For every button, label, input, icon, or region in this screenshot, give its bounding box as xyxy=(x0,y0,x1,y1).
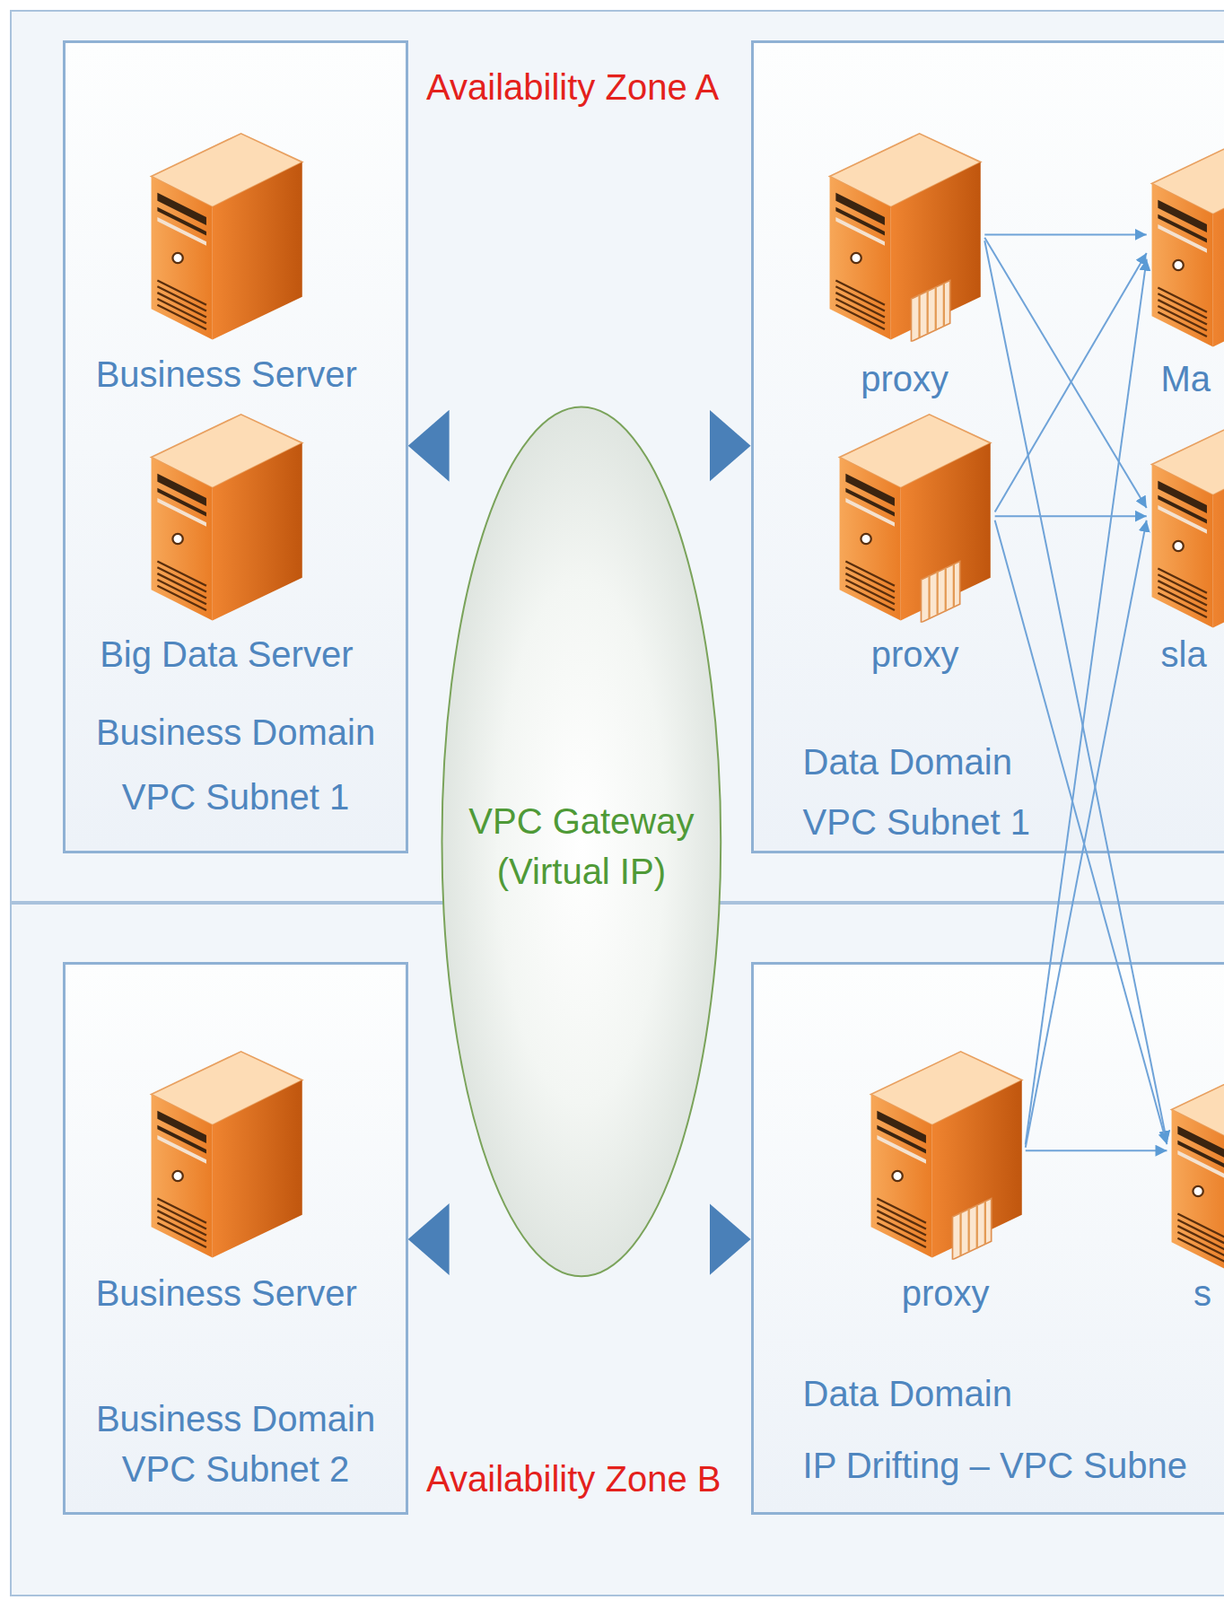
replication-arrow xyxy=(984,233,1146,236)
subnet-label: IP Drifting – VPC Subne xyxy=(803,1443,1188,1487)
subnet-box: Data Domain IP Drifting – VPC Subne proxy s xyxy=(751,961,1224,1515)
zone-label: Availability Zone A xyxy=(426,65,719,109)
server-icon xyxy=(1167,1060,1224,1276)
subnet-label: Business Domain xyxy=(96,1397,376,1441)
server-node: Business Server xyxy=(92,1045,361,1317)
server-label: proxy xyxy=(860,357,949,401)
server-label: proxy xyxy=(901,1271,990,1315)
server-label: Big Data Server xyxy=(99,632,353,676)
replication-arrow xyxy=(995,253,1147,513)
gateway-label: VPC Gateway (Virtual IP) xyxy=(455,795,708,897)
server-icon xyxy=(147,408,306,623)
replication-arrow xyxy=(1025,1149,1168,1152)
server-label: Ma xyxy=(1161,357,1212,401)
server-label: s xyxy=(1193,1271,1212,1315)
server-icon xyxy=(147,1045,306,1260)
server-node: proxy xyxy=(825,127,984,403)
subnet-box: Data DomainVPC Subnet 1 proxy proxy Ma sla xyxy=(751,40,1224,854)
subnet-label: VPC Subnet 2 xyxy=(122,1447,350,1491)
server-node: Business Server xyxy=(92,127,361,398)
zone-label: Availability Zone B xyxy=(426,1457,721,1501)
replication-arrow xyxy=(1025,259,1147,1146)
replication-arrow xyxy=(995,520,1168,1146)
server-icon xyxy=(147,127,306,342)
subnet-box: Business DomainVPC Subnet 2 Business Serv… xyxy=(62,961,408,1515)
subnet-label: Data Domain xyxy=(803,740,1013,784)
subnet-label: Data Domain xyxy=(803,1372,1013,1416)
subnet-label: VPC Subnet 1 xyxy=(122,775,350,819)
server-node: Ma xyxy=(1147,134,1224,403)
gateway-ellipse-shape xyxy=(442,407,722,1277)
proxy-server-icon xyxy=(835,408,994,623)
subnet-label: Business Domain xyxy=(96,710,376,754)
server-node: proxy xyxy=(835,408,994,678)
replication-arrow xyxy=(995,515,1147,517)
replication-arrow xyxy=(984,237,1146,508)
proxy-server-icon xyxy=(866,1045,1025,1260)
replication-arrow xyxy=(1025,520,1147,1148)
server-label: Business Server xyxy=(96,352,358,396)
server-node: Big Data Server xyxy=(96,408,357,678)
server-label: sla xyxy=(1161,632,1207,676)
server-node: proxy xyxy=(866,1045,1025,1317)
replication-arrow xyxy=(984,240,1167,1143)
proxy-server-icon xyxy=(825,127,984,342)
gateway-outline xyxy=(440,405,723,1278)
server-node: sla xyxy=(1147,415,1224,678)
gateway-ellipse: VPC Gateway (Virtual IP) xyxy=(440,405,723,1278)
server-icon xyxy=(1147,415,1224,630)
server-node: s xyxy=(1167,1060,1224,1317)
server-label: proxy xyxy=(871,632,960,676)
server-label: Business Server xyxy=(96,1271,358,1315)
subnet-label: VPC Subnet 1 xyxy=(803,800,1032,844)
subnet-box: Business DomainVPC Subnet 1 Business Serv… xyxy=(62,40,408,854)
server-icon xyxy=(1147,134,1224,350)
